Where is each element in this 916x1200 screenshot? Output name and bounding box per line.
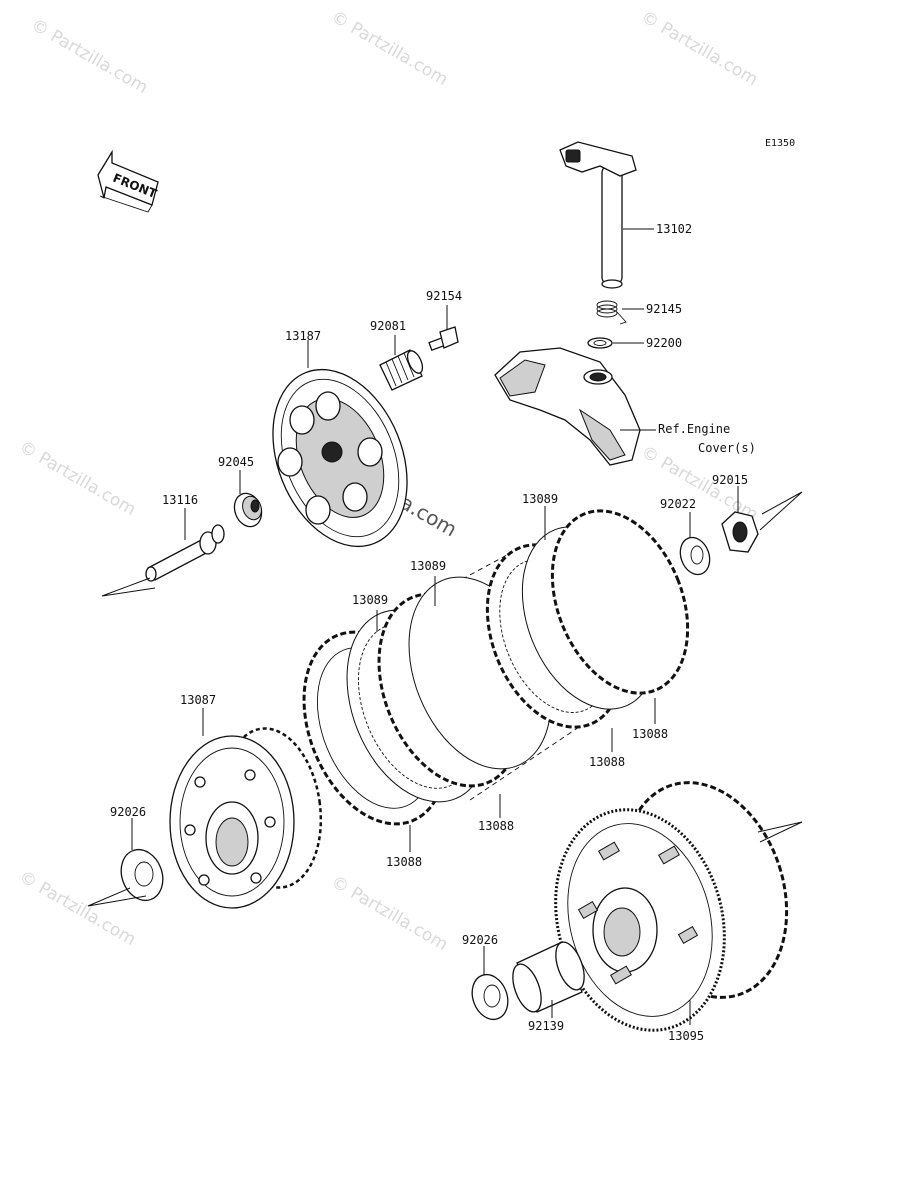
watermark: © Partzilla.com [16, 437, 140, 520]
front-direction-arrow: FRONT [97, 149, 159, 213]
watermark: © Partzilla.com [16, 867, 140, 950]
part-label-13089: 13089 [410, 559, 446, 573]
reference-note-line1: Ref.Engine [658, 422, 730, 436]
clutch-hub [169, 727, 323, 909]
watermark: © Partzilla.com [328, 7, 452, 90]
part-label-13095: 13095 [668, 1029, 704, 1043]
torsion-spring [596, 300, 627, 325]
part-label-92145: 92145 [646, 302, 682, 316]
watermark: © Partzilla.com [28, 15, 152, 98]
part-label-92081: 92081 [370, 319, 406, 333]
part-label-13088: 13088 [386, 855, 422, 869]
part-label-92045: 92045 [218, 455, 254, 469]
washer [679, 536, 711, 576]
bearing [233, 492, 263, 528]
part-label-92022: 92022 [660, 497, 696, 511]
friction-plate-stack [302, 509, 690, 826]
bolt [428, 326, 459, 351]
part-label-13088: 13088 [589, 755, 625, 769]
part-label-13087: 13087 [180, 693, 216, 707]
engine-cover-reference [494, 347, 641, 466]
pressure-plate [272, 368, 408, 548]
bushing-sleeve [512, 941, 585, 1013]
part-label-13102: 13102 [656, 222, 692, 236]
part-label-92026: 92026 [462, 933, 498, 947]
watermark: © Partzilla.com [328, 872, 452, 955]
thrust-washer [471, 973, 509, 1021]
part-label-13088: 13088 [632, 727, 668, 741]
part-label-13116: 13116 [162, 493, 198, 507]
part-label-92154: 92154 [426, 289, 462, 303]
clutch-spring [379, 349, 424, 391]
reference-note-line2: Cover(s) [698, 441, 756, 455]
part-label-13089: 13089 [522, 492, 558, 506]
part-label-13187: 13187 [285, 329, 321, 343]
lock-nut [721, 511, 759, 553]
part-label-92200: 92200 [646, 336, 682, 350]
part-label-92026: 92026 [110, 805, 146, 819]
push-rod [145, 524, 225, 582]
clutch-housing [554, 781, 789, 1032]
washer [587, 337, 613, 349]
thrust-washer [120, 848, 164, 902]
part-label-13089: 13089 [352, 593, 388, 607]
part-label-92015: 92015 [712, 473, 748, 487]
part-label-92139: 92139 [528, 1019, 564, 1033]
watermark: © Partzilla.com [638, 7, 762, 90]
diagram-code: E1350 [765, 138, 795, 149]
part-label-13088: 13088 [478, 819, 514, 833]
push-lever-shaft [559, 141, 637, 289]
